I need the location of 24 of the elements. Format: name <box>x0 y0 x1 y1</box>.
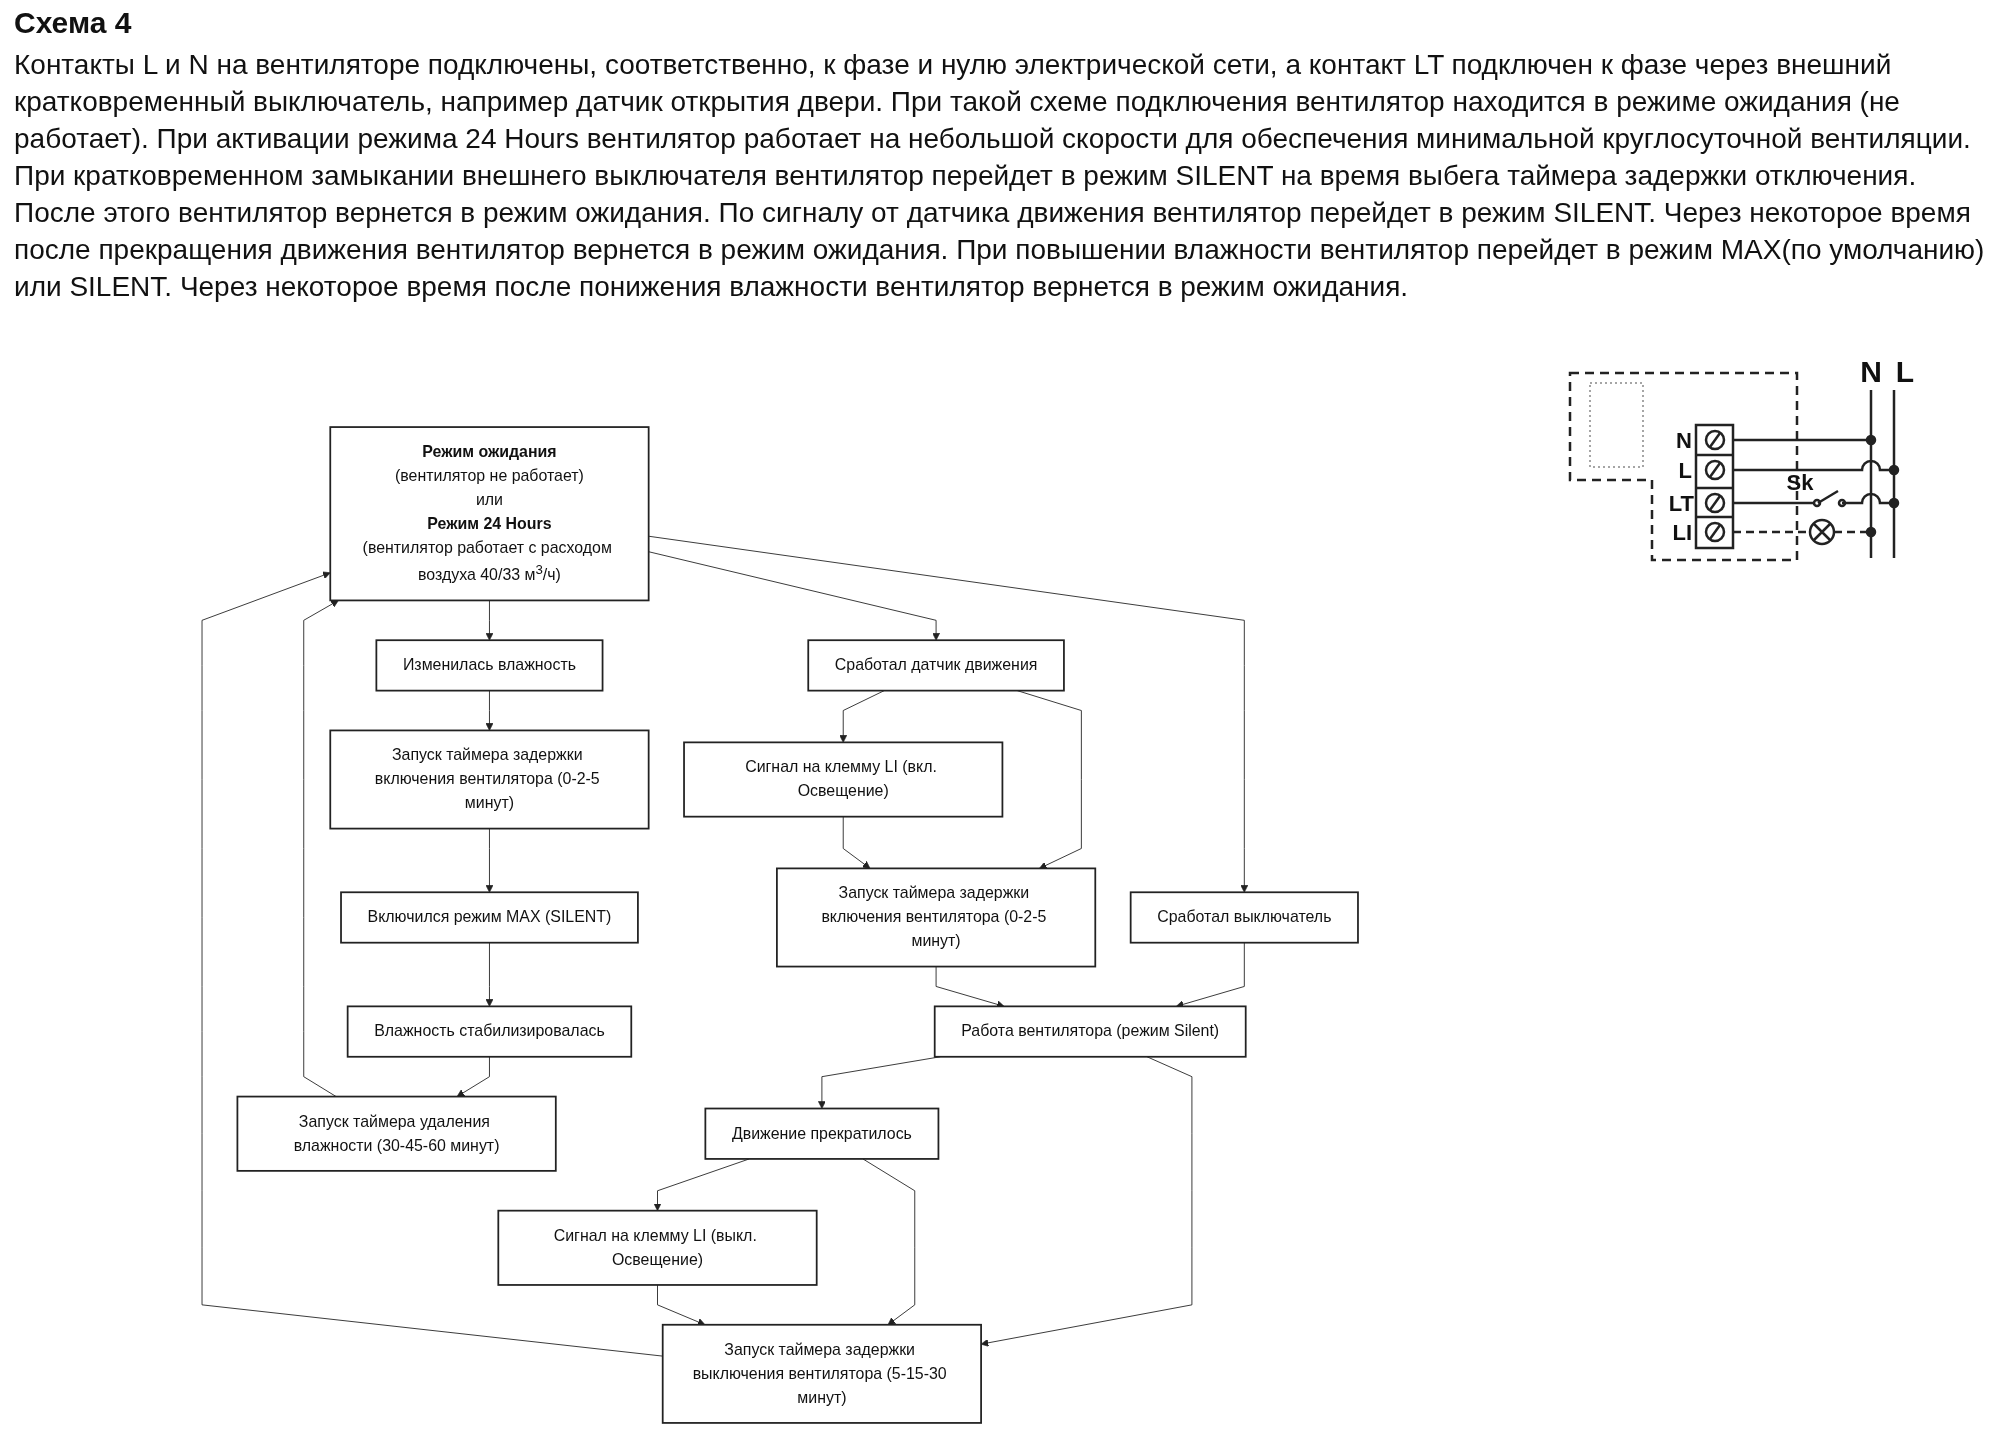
terminal-label: L <box>1895 355 1915 388</box>
node-box: Запуск таймера задержки включения вентилятора (0-2-5 минут) <box>776 867 1097 968</box>
node-box: Запуск таймера задержки выключения вентилятора (5-15-30 минут) <box>661 1323 982 1424</box>
terminal-label: N <box>1860 355 1882 388</box>
terminal-label: LT <box>1668 491 1694 516</box>
description-paragraph: После этого вентилятор вернется в режим ожидания. По сигналу от датчика движения вентилятор перейдет в режим SILENT. Через некоторое время после прекращения движения вентилятор вернется в режим ожидания. При повышении влажности вентилятор перейдет в режим MAX(по умолчанию) или SILENT. Через некоторое время после понижения влажности вентилятор вернется в режим ожидания. <box>14 196 1986 304</box>
diagram-title: Схема 4 <box>14 6 132 40</box>
terminal-label: L <box>1678 458 1692 483</box>
terminal-label: N <box>1676 428 1692 453</box>
node-box: Запуск таймера задержки включения вентилятора (0-2-5 минут) <box>329 729 650 830</box>
node-box: Движение прекратилось <box>704 1107 940 1160</box>
terminal-label: LI <box>1672 520 1692 545</box>
node-box: Влажность стабилизировалась <box>346 1005 633 1058</box>
node-box: Изменилась влажность <box>375 639 604 692</box>
node-box: Режим ожидания (вентилятор не работает) или Режим 24 Hours (вентилятор работает с расходом воздуха 40/33 м$^{3}$/ч) <box>329 426 650 602</box>
node-box: Сигнал на клемму LI (выкл. Освещение) <box>497 1209 818 1286</box>
node-box: Работа вентилятора (режим Silent) <box>933 1005 1247 1058</box>
node-box: Сработал выключатель <box>1129 891 1359 944</box>
node-box: Сигнал на клемму LI (вкл. Освещение) <box>683 741 1004 818</box>
node-box: Сработал датчик движения <box>807 639 1065 692</box>
terminal-label: Sk <box>1786 470 1814 495</box>
node-box: Включился режим MAX (SILENT) <box>340 891 639 944</box>
description-paragraph: Контакты L и N на вентиляторе подключены, соответственно, к фазе и нулю электрической сети, а контакт LT подключен к фазе через внешний кратковременный выключатель, например датчик открытия двери. При такой схеме подключения вентилятор находится в режиме ожидания (не работает). При активации режима 24 Hours вентилятор работает на небольшой скорости для обеспечения минимальной круглосуточной вентиляции. При кратковременном замыкании внешнего выключателя вентилятор перейдет в режим SILENT на время выбега таймера задержки отключения. <box>14 48 1972 193</box>
node-box: Запуск таймера удаления влажности (30-45-60 минут) <box>236 1095 557 1172</box>
